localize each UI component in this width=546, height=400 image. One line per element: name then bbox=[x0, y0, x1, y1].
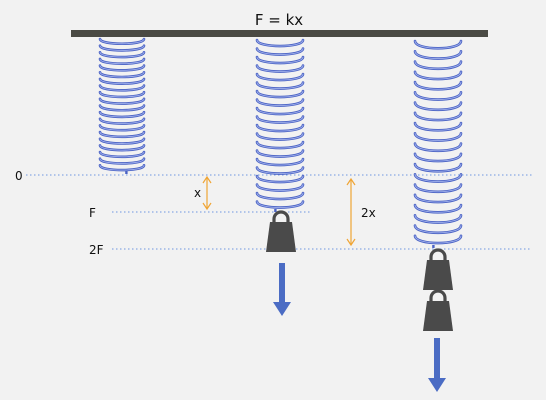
spring-two-weights bbox=[413, 39, 463, 248]
weight-lower bbox=[423, 289, 453, 331]
level-label-zero: 0 bbox=[15, 169, 23, 183]
measure-arrow-x bbox=[202, 175, 212, 211]
level-label-2f: 2F bbox=[89, 243, 104, 257]
force-arrow-down-icon bbox=[428, 338, 446, 392]
spring-one-weight bbox=[255, 38, 305, 212]
weight-upper bbox=[423, 248, 453, 290]
level-label-f: F bbox=[89, 206, 96, 220]
title-formula: F = kx bbox=[255, 11, 303, 29]
measure-arrow-2x bbox=[346, 177, 356, 247]
weight-single bbox=[266, 210, 296, 252]
spring-unloaded bbox=[98, 37, 146, 174]
ceiling-bar bbox=[71, 30, 488, 37]
force-arrow-down-icon bbox=[273, 263, 291, 316]
measure-label-2x: 2x bbox=[361, 206, 376, 220]
measure-label-x: x bbox=[194, 186, 201, 200]
